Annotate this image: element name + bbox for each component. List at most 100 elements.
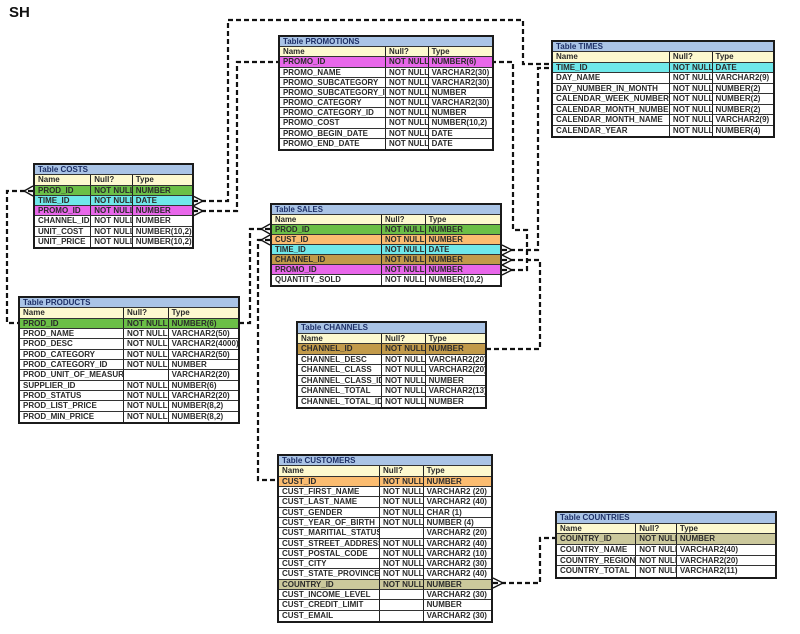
cell-name: COUNTRY_ID (279, 579, 381, 590)
table-title: Table TIMES (553, 42, 773, 53)
crows-foot-icon (492, 577, 505, 589)
cell-name: PROMO_COST (280, 118, 386, 128)
cell-type: Type (428, 333, 447, 343)
cell-type: NUMBER (428, 344, 464, 353)
cell-null: NOT NULL (386, 67, 429, 77)
crows-foot-icon (22, 185, 34, 197)
cell-type: VARCHAR2(9) (715, 115, 770, 125)
cell-name: CUST_ID (279, 476, 381, 486)
cell-null: NOT NULL (386, 138, 429, 149)
cell-type: Type (431, 47, 450, 57)
cell-type: NUMBER(10,2) (135, 226, 192, 236)
cell-type: NUMBER(2) (715, 104, 761, 114)
cell-name: PROMO_END_DATE (280, 138, 386, 149)
cell-name: PROD_CATEGORY_ID (20, 359, 125, 370)
cell-type: VARCHAR2 (20) (426, 528, 487, 538)
cell-name: CHANNEL_TOTAL_ID (298, 396, 383, 407)
cell-null: NOT NULL (382, 225, 426, 234)
cell-null: NOT NULL (91, 195, 133, 205)
cell-name: CHANNEL_TOTAL (298, 386, 383, 396)
cell-name: CALENDAR_MONTH_NUMBER (553, 104, 670, 115)
cell-name: UNIT_COST (35, 226, 92, 236)
table-title: Table SALES (272, 205, 500, 215)
cell-null: NOT NULL (382, 344, 426, 354)
cell-null (380, 590, 424, 600)
cell-type: NUMBER (171, 359, 207, 369)
cell-null: NOT NULL (636, 555, 677, 566)
cell-null: NOT NULL (636, 534, 677, 544)
cell-type: VARCHAR2 (40) (426, 569, 487, 579)
cell-null: NOT NULL (670, 62, 713, 73)
cell-name: CUST_ID (272, 235, 383, 244)
cell-type: VARCHAR2(30) (431, 98, 490, 108)
cell-null: NOT NULL (380, 517, 424, 528)
cell-type: VARCHAR2 (30) (426, 610, 487, 620)
crows-foot-icon (259, 234, 271, 246)
cell-name: CUST_GENDER (279, 507, 381, 517)
cell-name: PROD_CATEGORY (20, 349, 125, 359)
cell-type: NUMBER (135, 216, 171, 226)
cell-type: NUMBER(10,2) (431, 118, 488, 128)
cell-null: NOT NULL (636, 544, 677, 555)
cell-null: NOT NULL (382, 235, 426, 244)
cell-type: NUMBER(8,2) (171, 401, 224, 411)
cell-name: UNIT_PRICE (35, 236, 92, 247)
crows-foot-icon (501, 254, 514, 266)
cell-type: VARCHAR2(13) (428, 386, 485, 395)
cell-type: VARCHAR2(20) (679, 555, 738, 565)
cell-null (380, 610, 424, 621)
cell-type: NUMBER (428, 225, 463, 234)
cell-name: PROD_NAME (20, 328, 125, 339)
cell-name: CUST_POSTAL_CODE (279, 548, 381, 559)
cell-null: NOT NULL (91, 236, 133, 247)
cell-null: NOT NULL (124, 401, 169, 411)
cell-type: Type (426, 466, 445, 476)
cell-name: CHANNEL_DESC (298, 354, 383, 364)
crows-foot-icon (192, 195, 205, 207)
link-sales-times (502, 66, 551, 252)
cell-null: NOT NULL (380, 559, 424, 569)
cell-type: VARCHAR2(9) (715, 73, 770, 83)
cell-type: NUMBER (431, 108, 467, 118)
cell-null: Null? (382, 333, 426, 343)
cell-null: NOT NULL (124, 390, 169, 401)
cell-null: NOT NULL (91, 226, 133, 236)
schema-title: SH (9, 4, 30, 21)
cell-name: Name (272, 215, 383, 224)
link-customers-countries (493, 536, 556, 585)
cell-null: NOT NULL (124, 359, 169, 370)
cell-type: NUMBER (428, 255, 463, 264)
cell-null: NOT NULL (124, 411, 169, 422)
